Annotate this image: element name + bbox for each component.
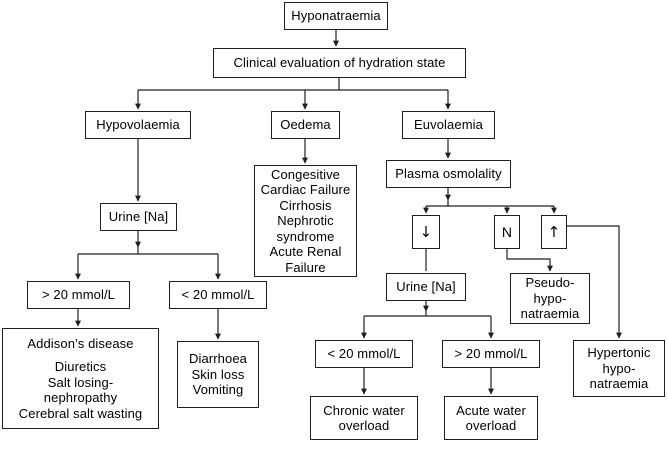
node-line: Chronic water bbox=[323, 402, 405, 418]
node-line: < 20 mmol/L bbox=[327, 346, 401, 362]
node-line: N bbox=[501, 223, 513, 240]
node-euvolaemia: Euvolaemia bbox=[402, 111, 495, 139]
node-line: < 20 mmol/L bbox=[181, 287, 255, 303]
node-line: Failure bbox=[285, 259, 326, 275]
node-line: natraemia bbox=[520, 306, 580, 322]
node-line: Skin loss bbox=[191, 366, 245, 382]
node-line: Pseudo- bbox=[525, 275, 575, 291]
node-line: Cerebral salt wasting bbox=[18, 405, 143, 421]
node-line: Hyponatraemia bbox=[291, 8, 381, 24]
node-euvolaemia-urine-sodium-greater-20: > 20 mmol/L bbox=[442, 340, 540, 368]
node-urine-sodium-less-20: < 20 mmol/L bbox=[169, 281, 267, 309]
node-line: Euvolaemia bbox=[414, 117, 483, 133]
node-oedema: Oedema bbox=[271, 111, 340, 139]
node-line: Cardiac Failure bbox=[260, 182, 351, 198]
node-line: Congesitive bbox=[270, 166, 341, 182]
node-plasma-osmolality: Plasma osmolality bbox=[386, 160, 511, 188]
node-line: Vomiting bbox=[192, 382, 244, 398]
node-line: Cirrhosis bbox=[279, 197, 332, 213]
node-line: overload bbox=[465, 418, 517, 433]
node-line: natraemia bbox=[589, 376, 649, 392]
node-line: Hypertonic bbox=[587, 345, 651, 361]
node-plasma-osmolality-normal: N bbox=[494, 215, 520, 249]
node-line: hypo- bbox=[533, 290, 567, 306]
node-line: Addison’s disease bbox=[27, 335, 134, 351]
node-line: nephropathy bbox=[43, 390, 118, 406]
node-line: Diuretics bbox=[54, 359, 107, 375]
node-line: > 20 mmol/L bbox=[454, 346, 528, 362]
node-line: Salt losing- bbox=[47, 374, 114, 390]
node-urine-sodium-euvolaemia: Urine [Na] bbox=[386, 273, 466, 301]
node-plasma-osmolality-high: ↑ bbox=[541, 215, 567, 249]
edge-normal-to-pseudo bbox=[506, 249, 553, 272]
node-hypovolaemia: Hypovolaemia bbox=[85, 111, 191, 139]
node-line: Diarrhoea bbox=[189, 351, 247, 367]
node-plasma-osmolality-low: ↓ bbox=[412, 215, 440, 249]
node-line: ↓ bbox=[419, 222, 433, 241]
node-line: ↑ bbox=[547, 222, 561, 241]
node-line: syndrome bbox=[276, 228, 335, 244]
node-line: Clinical evaluation of hydration state bbox=[233, 55, 446, 71]
node-line: Urine [Na] bbox=[108, 209, 169, 225]
node-line: overload bbox=[338, 418, 390, 433]
node-line: Acute water bbox=[456, 402, 526, 418]
node-pseudo-hyponatraemia: Pseudo-hypo-natraemia bbox=[510, 273, 590, 324]
node-line: Hypovolaemia bbox=[96, 117, 180, 133]
node-line: > 20 mmol/L bbox=[42, 287, 115, 303]
node-urine-sodium-hypovolaemia: Urine [Na] bbox=[100, 203, 177, 231]
node-urine-sodium-greater-20: > 20 mmol/L bbox=[27, 281, 130, 309]
node-line: Oedema bbox=[280, 117, 331, 133]
node-line: Nephrotic bbox=[277, 213, 334, 229]
node-line: hypo- bbox=[602, 360, 636, 376]
node-line: Urine [Na] bbox=[396, 279, 456, 295]
node-line: Acute Renal bbox=[269, 244, 342, 260]
node-line: Plasma osmolality bbox=[395, 166, 502, 182]
node-euvolaemia-urine-sodium-less-20: < 20 mmol/L bbox=[315, 340, 413, 368]
node-hyponatraemia: Hyponatraemia bbox=[284, 2, 388, 30]
node-clinical-evaluation-of-hydration-state: Clinical evaluation of hydration state bbox=[213, 48, 466, 78]
